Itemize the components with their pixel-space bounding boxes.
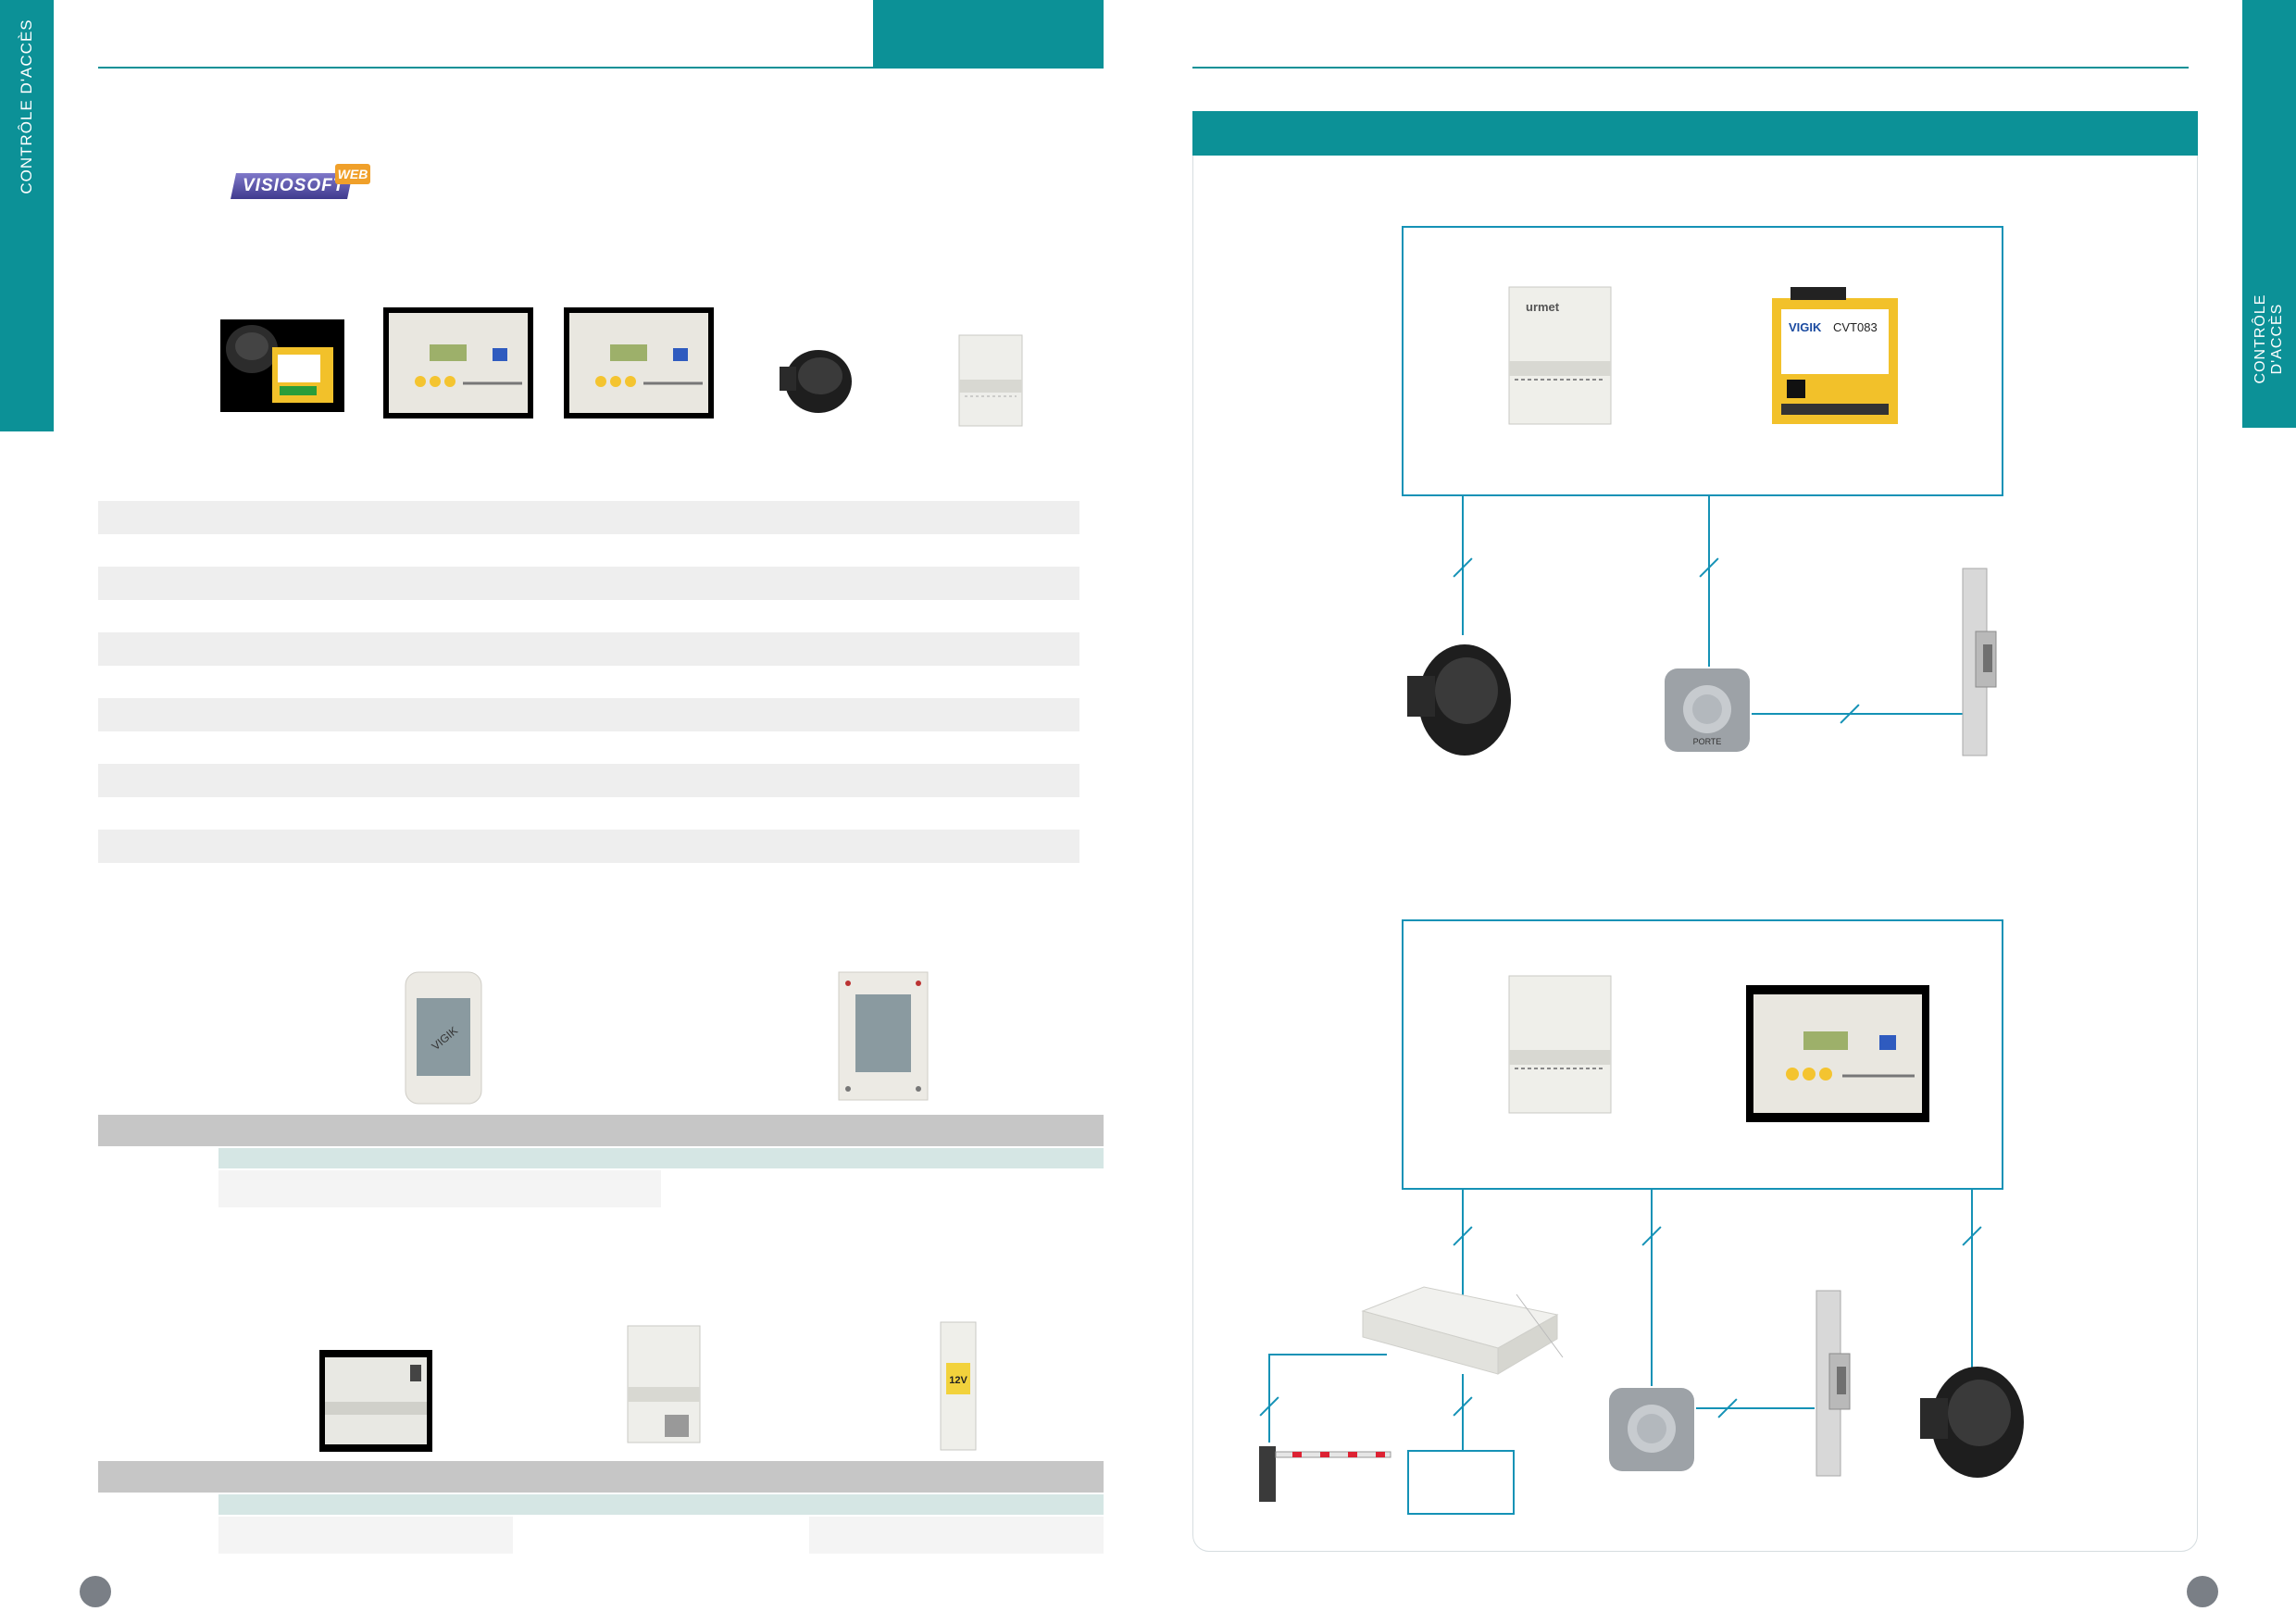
diagram2-empty-box: [1407, 1450, 1515, 1515]
section-bar: [98, 1461, 1104, 1493]
product-photo-dinrail-module: [319, 1350, 432, 1452]
visiosoft-web-logo: VISIOSOFT WEB: [231, 164, 372, 201]
web-badge: WEB: [335, 164, 370, 184]
table-row: [98, 567, 1079, 600]
table-row: [98, 830, 1079, 863]
page-number-dot-right: [2187, 1576, 2218, 1607]
psu-12v-label: 12V: [949, 1375, 967, 1386]
section-cell: [809, 1517, 1104, 1554]
diagram1-wire: [1752, 713, 1963, 715]
section-subbar: [218, 1148, 1104, 1168]
diagram2-wire: [1651, 1190, 1653, 1386]
diagram2-wire: [1462, 1374, 1464, 1450]
table-row: [98, 501, 1079, 534]
door-button-icon: PORTE: [1663, 667, 1752, 754]
diagram2-rfid-reader: [1916, 1357, 2028, 1481]
vigik-module-model: CVT083: [1833, 320, 1878, 334]
barrier-icon: [1255, 1437, 1394, 1504]
right-header-rule: [1192, 67, 2189, 69]
badge-reader-flush: [837, 970, 930, 1102]
diagram1-enclosure: [1402, 226, 2003, 496]
diagram2-wire: [1268, 1354, 1387, 1355]
right-side-tab-line2: D'ACCÈS: [2269, 303, 2285, 375]
section-bar: [98, 1115, 1104, 1146]
table-row: [98, 632, 1079, 666]
product-photo-power-supply: [624, 1322, 704, 1446]
diagram-panel-header: [1192, 111, 2198, 156]
diagram2-enclosure: [1402, 919, 2003, 1190]
rfid-reader-icon: [776, 344, 854, 415]
diagram2-wire: [1696, 1407, 1815, 1409]
diagram1-wire: [1708, 496, 1710, 667]
section-cell: [218, 1517, 513, 1554]
product-photo-psu-12v: 12V: [937, 1318, 980, 1454]
product-photo-controller-2: [564, 307, 714, 418]
vigik-module-icon: VIGIK CVT083: [1768, 287, 1902, 428]
diagram2-electric-strike: [1811, 1289, 1853, 1478]
left-side-tab: [0, 0, 54, 431]
diagram2-wire: [1462, 1190, 1464, 1297]
left-header-block: [873, 0, 1104, 69]
section-cell: [218, 1170, 661, 1207]
vigik-module-brand: VIGIK: [1789, 320, 1822, 334]
controller-unit-icon: [1746, 985, 1929, 1122]
badge-reader-surface: VIGIK: [404, 970, 483, 1106]
diagram2-power-supply: [1505, 972, 1615, 1117]
diagram2-door-button: [1607, 1386, 1696, 1473]
diagram2-wire: [1971, 1190, 1973, 1386]
section-subbar: [218, 1494, 1104, 1515]
visiosoft-logo-text: VISIOSOFT: [243, 176, 345, 195]
diagram2-wire: [1268, 1354, 1270, 1443]
diagram1-rfid-reader: [1404, 635, 1515, 759]
left-header-rule: [98, 67, 1104, 69]
page-number-dot-left: [80, 1576, 111, 1607]
product-photo-controller-1: [383, 307, 533, 418]
right-side-tab-line1: CONTRÔLE: [2252, 294, 2268, 384]
power-supply-icon: [954, 331, 1028, 430]
right-side-tab: [2242, 0, 2296, 428]
left-side-tab-label: CONTRÔLE D'ACCÈS: [18, 19, 35, 194]
table-row: [98, 764, 1079, 797]
electric-strike-icon: [1957, 567, 2000, 757]
diagram1-psu-brand: urmet: [1526, 300, 1560, 314]
diagram1-power-supply: urmet: [1505, 283, 1615, 428]
product-photo-kit: [220, 319, 344, 412]
door-button-text: PORTE: [1693, 737, 1722, 746]
table-row: [98, 698, 1079, 731]
right-side-tab-label: CONTRÔLE D'ACCÈS: [2252, 288, 2286, 390]
receiver-box-icon: [1359, 1283, 1565, 1385]
